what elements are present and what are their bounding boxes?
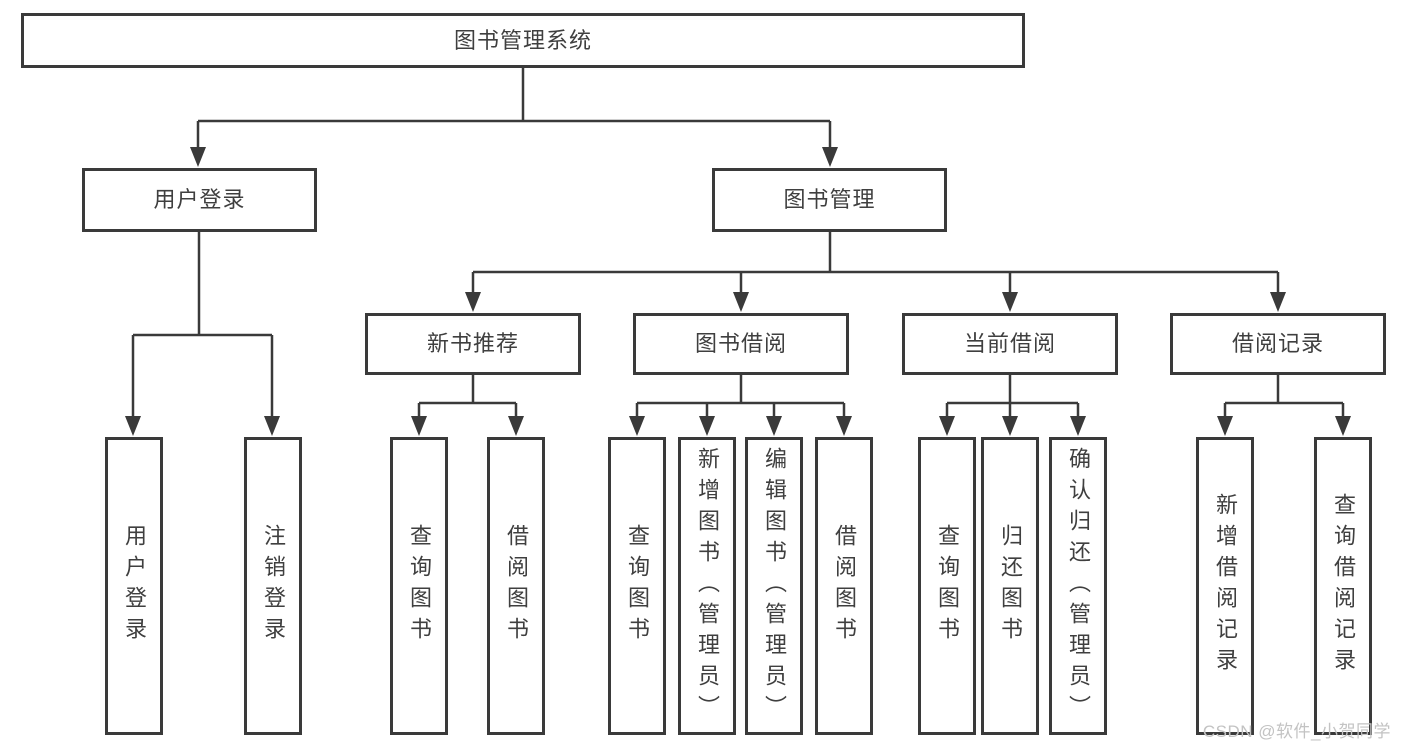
leaf-borrow-books-recommend: 借阅图书 — [487, 437, 545, 735]
arrow-icon — [264, 416, 280, 436]
leaf-return-books: 归还图书 — [981, 437, 1039, 735]
edge-current-borrowing-branch — [945, 375, 1080, 419]
leaf-confirm-return-admin: 确认归还（管理员） — [1049, 437, 1107, 735]
arrow-icon — [733, 292, 749, 312]
arrow-icon — [1270, 292, 1286, 312]
node-user-login: 用户登录 — [82, 168, 317, 232]
node-new-book-recommendation: 新书推荐 — [365, 313, 581, 375]
arrow-icon — [836, 416, 852, 436]
arrow-icon — [1002, 416, 1018, 436]
node-current-borrowing: 当前借阅 — [902, 313, 1118, 375]
watermark-text: CSDN @软件_小贺同学 — [1202, 722, 1391, 741]
arrow-icon — [411, 416, 427, 436]
edge-user-login-branch — [131, 232, 274, 419]
leaf-logout: 注销登录 — [244, 437, 302, 735]
edge-book-mgmt-branch — [471, 232, 1280, 295]
edge-borrow-records-branch — [1223, 375, 1345, 419]
leaf-add-borrow-record: 新增借阅记录 — [1196, 437, 1254, 735]
leaf-query-borrow-record: 查询借阅记录 — [1314, 437, 1372, 735]
arrow-icon — [508, 416, 524, 436]
arrow-icon — [699, 416, 715, 436]
leaf-add-books-admin: 新增图书（管理员） — [678, 437, 736, 735]
node-book-management: 图书管理 — [712, 168, 947, 232]
node-book-borrowing: 图书借阅 — [633, 313, 849, 375]
arrow-icon — [766, 416, 782, 436]
arrow-icon — [629, 416, 645, 436]
edge-book-borrowing-branch — [635, 375, 846, 419]
leaf-query-books-recommend: 查询图书 — [390, 437, 448, 735]
arrow-icon — [1217, 416, 1233, 436]
arrow-icon — [1070, 416, 1086, 436]
leaf-user-login: 用户登录 — [105, 437, 163, 735]
edge-new-book-branch — [417, 375, 518, 419]
arrow-icon — [465, 292, 481, 312]
arrow-icon — [939, 416, 955, 436]
arrowheads — [125, 147, 1351, 436]
edge-root-to-level2 — [196, 68, 832, 149]
arrow-icon — [125, 416, 141, 436]
arrow-icon — [190, 147, 206, 167]
leaf-query-books-current: 查询图书 — [918, 437, 976, 735]
leaf-query-books-borrowing: 查询图书 — [608, 437, 666, 735]
node-borrowing-records: 借阅记录 — [1170, 313, 1386, 375]
node-library-system: 图书管理系统 — [21, 13, 1025, 68]
arrow-icon — [1002, 292, 1018, 312]
leaf-edit-books-admin: 编辑图书（管理员） — [745, 437, 803, 735]
arrow-icon — [1335, 416, 1351, 436]
leaf-borrow-books-borrowing: 借阅图书 — [815, 437, 873, 735]
arrow-icon — [822, 147, 838, 167]
